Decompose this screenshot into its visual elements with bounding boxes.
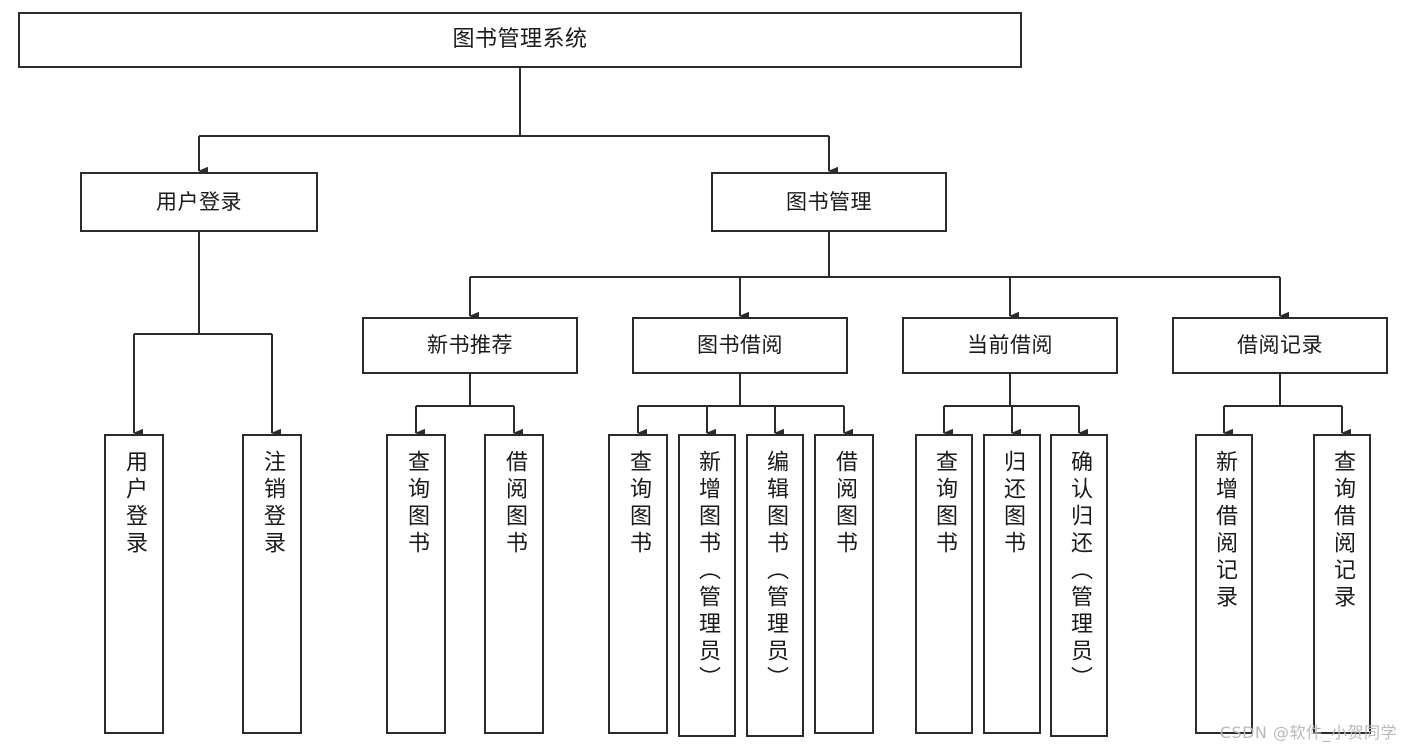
node-label-n_query: 查询图书 xyxy=(404,450,429,558)
node-label-records: 借阅记录 xyxy=(1237,333,1323,358)
node-label-r_query: 查询借阅记录 xyxy=(1330,450,1355,612)
node-newbook[interactable]: 新书推荐 xyxy=(362,317,578,374)
node-current[interactable]: 当前借阅 xyxy=(902,317,1118,374)
node-b_edit[interactable]: 编辑图书（管理员） xyxy=(746,434,804,737)
node-label-c_query: 查询图书 xyxy=(932,450,957,558)
node-label-current: 当前借阅 xyxy=(967,333,1053,358)
node-l_logout[interactable]: 注销登录 xyxy=(242,434,302,734)
node-root[interactable]: 图书管理系统 xyxy=(18,12,1022,68)
node-label-n_borrow: 借阅图书 xyxy=(502,450,527,558)
node-label-b_query: 查询图书 xyxy=(626,450,651,558)
node-c_query[interactable]: 查询图书 xyxy=(915,434,973,734)
node-c_confirm[interactable]: 确认归还（管理员） xyxy=(1050,434,1108,737)
node-n_borrow[interactable]: 借阅图书 xyxy=(484,434,544,734)
node-r_add[interactable]: 新增借阅记录 xyxy=(1195,434,1253,734)
node-label-b_add: 新增图书（管理员） xyxy=(695,450,720,693)
node-b_add[interactable]: 新增图书（管理员） xyxy=(678,434,736,737)
node-label-l_login: 用户登录 xyxy=(122,450,147,558)
watermark: CSDN @软件_小贺同学 xyxy=(1219,723,1397,742)
node-label-r_add: 新增借阅记录 xyxy=(1212,450,1237,612)
node-label-newbook: 新书推荐 xyxy=(427,333,513,358)
node-label-bookmgmt: 图书管理 xyxy=(786,189,872,214)
node-label-borrow: 图书借阅 xyxy=(697,333,783,358)
node-label-l_logout: 注销登录 xyxy=(260,450,285,558)
node-bookmgmt[interactable]: 图书管理 xyxy=(711,172,947,232)
node-label-b_edit: 编辑图书（管理员） xyxy=(763,450,788,693)
node-b_lend[interactable]: 借阅图书 xyxy=(814,434,874,734)
node-b_query[interactable]: 查询图书 xyxy=(608,434,668,734)
node-r_query[interactable]: 查询借阅记录 xyxy=(1313,434,1371,734)
node-label-c_return: 归还图书 xyxy=(1000,450,1025,558)
node-l_login[interactable]: 用户登录 xyxy=(104,434,164,734)
node-login[interactable]: 用户登录 xyxy=(80,172,318,232)
node-c_return[interactable]: 归还图书 xyxy=(983,434,1041,734)
node-label-login: 用户登录 xyxy=(156,189,242,214)
node-label-root: 图书管理系统 xyxy=(452,26,588,52)
node-records[interactable]: 借阅记录 xyxy=(1172,317,1388,374)
node-borrow[interactable]: 图书借阅 xyxy=(632,317,848,374)
node-n_query[interactable]: 查询图书 xyxy=(386,434,446,734)
node-label-c_confirm: 确认归还（管理员） xyxy=(1067,450,1092,693)
node-label-b_lend: 借阅图书 xyxy=(832,450,857,558)
